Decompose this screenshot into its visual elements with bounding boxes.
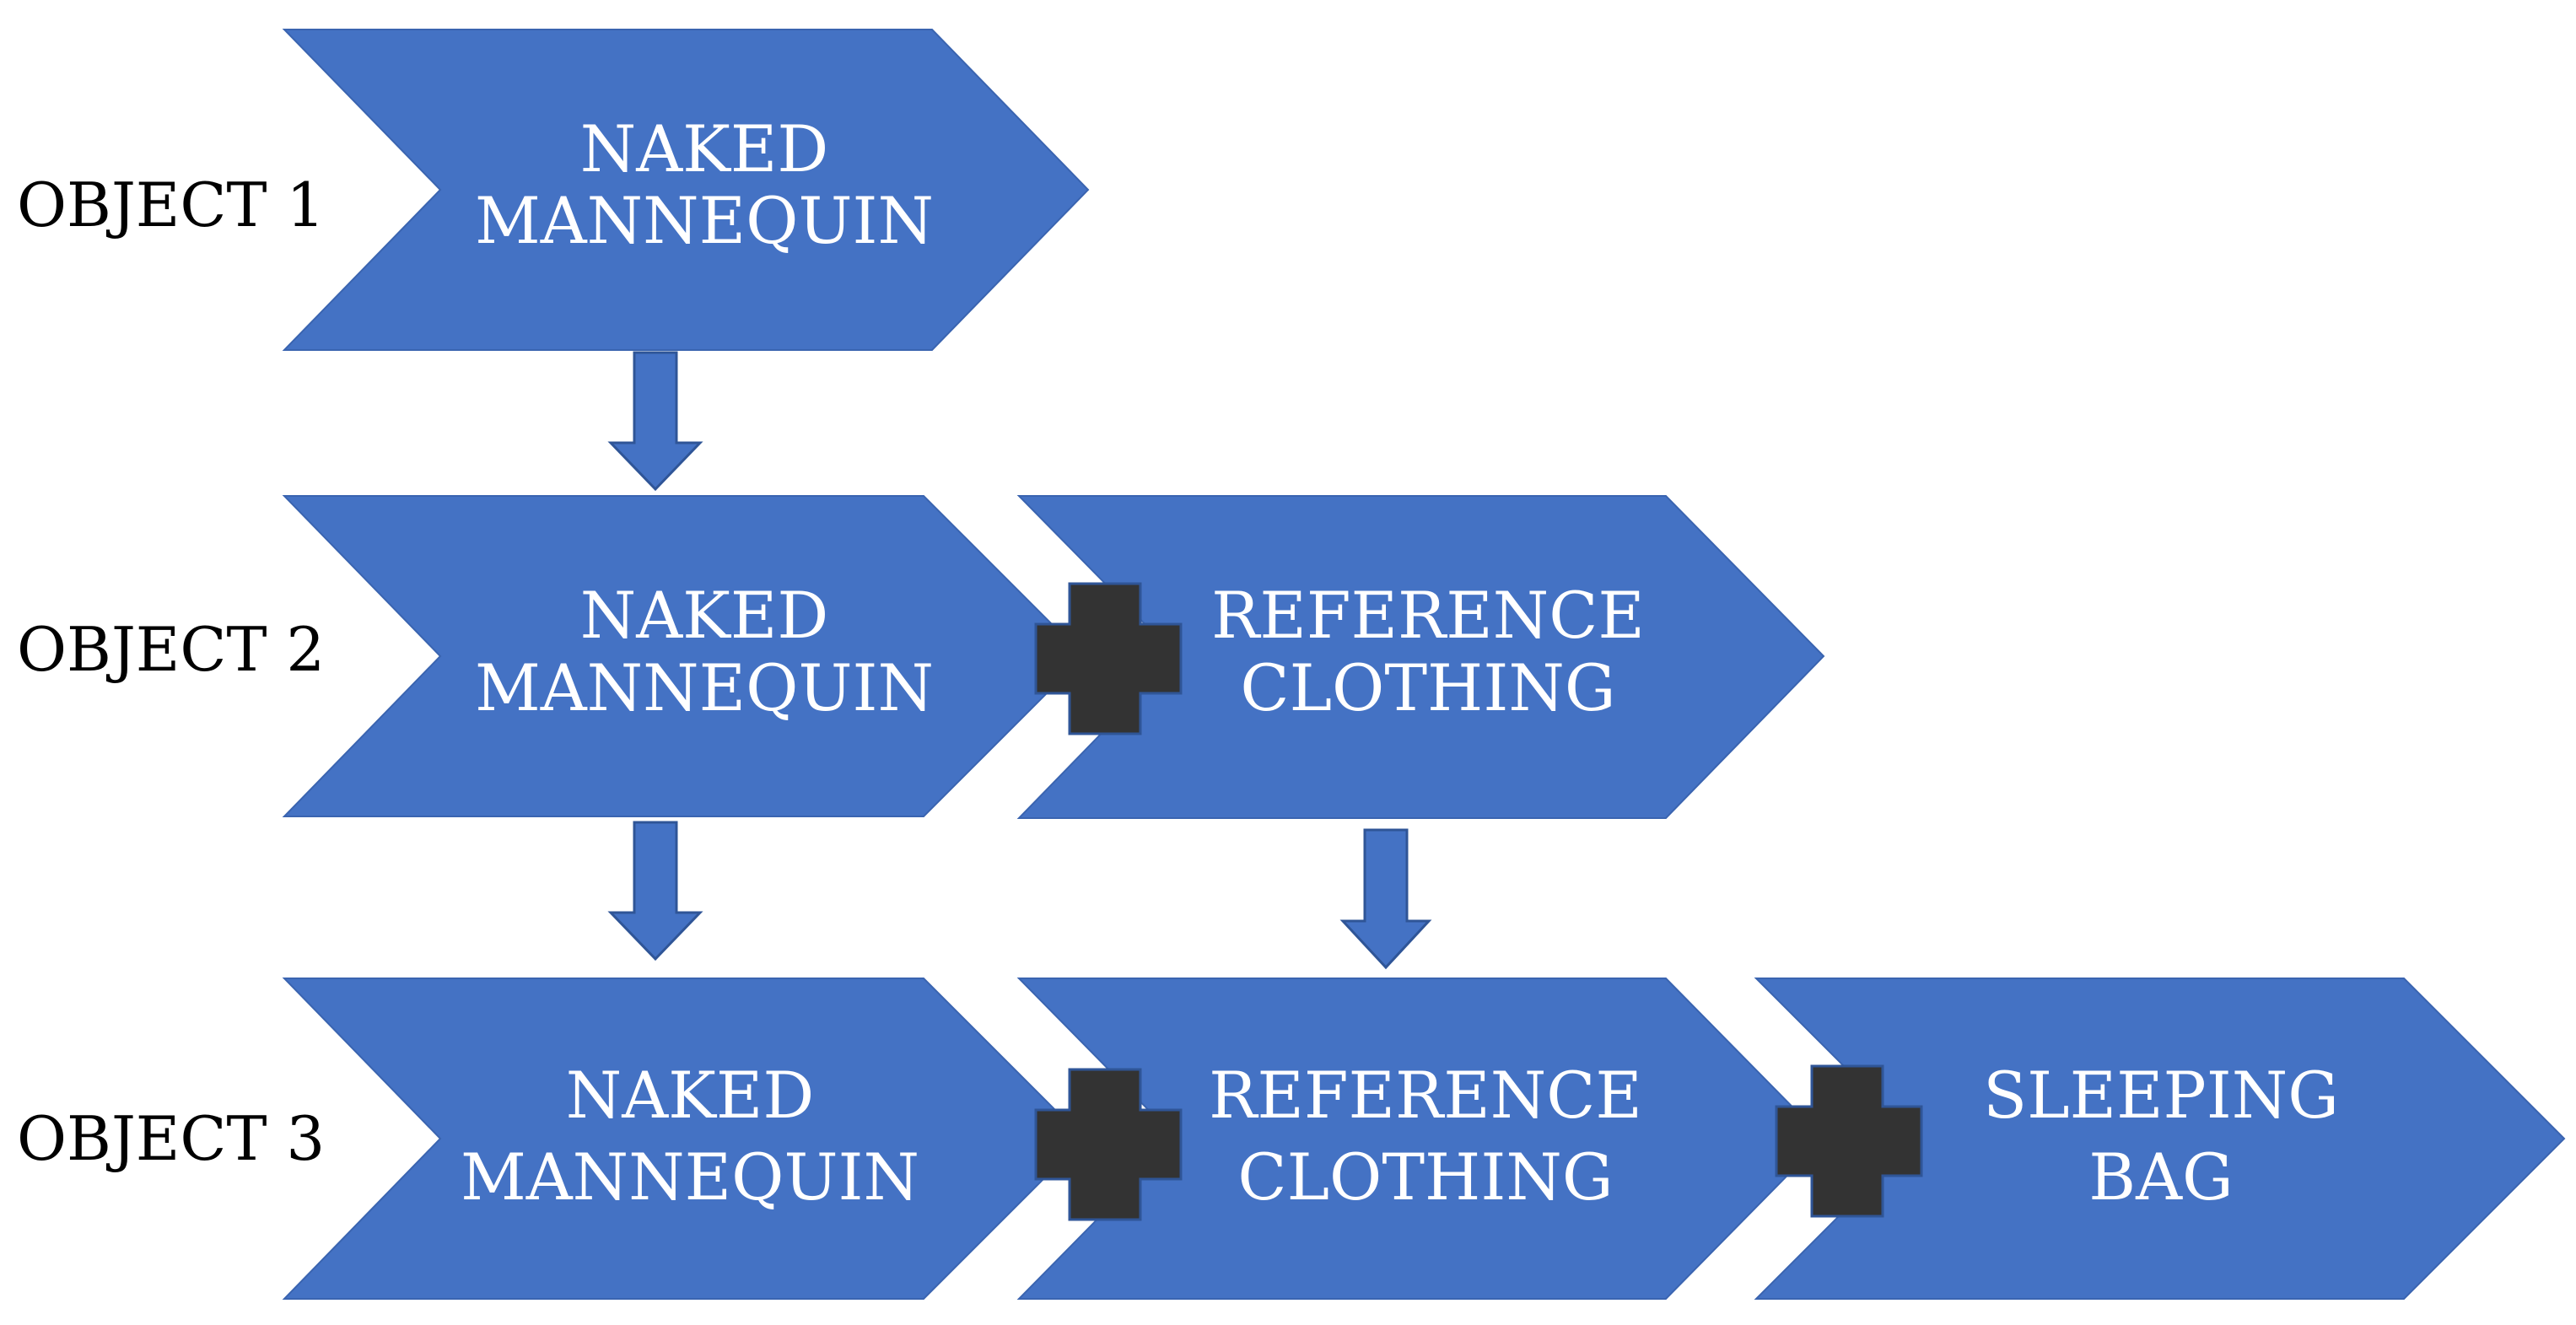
chevron-line2: CLOTHING (1240, 650, 1615, 725)
chevron-line1: NAKED (566, 1058, 815, 1133)
plus-icon (1034, 1068, 1183, 1221)
chevron-line1: NAKED (580, 111, 829, 186)
chevron-object-3-naked-mannequin: NAKED MANNEQUIN (282, 978, 1086, 1300)
chevron-line2: CLOTHING (1237, 1139, 1613, 1215)
plus-icon (1775, 1064, 1923, 1218)
plus-icon (1034, 582, 1183, 735)
row-label-object-3: OBJECT 3 (17, 1103, 325, 1174)
chevron-line1: SLEEPING (1983, 1058, 2339, 1133)
chevron-line1: NAKED (580, 578, 829, 653)
down-arrow-icon (607, 351, 703, 492)
chevron-object-3-reference-clothing: REFERENCE CLOTHING (1016, 978, 1825, 1300)
chevron-line1: REFERENCE (1209, 1058, 1642, 1133)
chevron-object-1-naked-mannequin: NAKED MANNEQUIN (282, 29, 1090, 351)
chevron-object-2-reference-clothing: REFERENCE CLOTHING (1016, 495, 1825, 819)
chevron-line2: MANNEQUIN (475, 183, 934, 258)
chevron-line2: MANNEQUIN (461, 1139, 919, 1215)
chevron-line1: REFERENCE (1211, 578, 1645, 653)
row-label-object-2: OBJECT 2 (17, 614, 325, 685)
down-arrow-icon (1339, 828, 1432, 970)
down-arrow-icon (607, 821, 703, 961)
chevron-line2: MANNEQUIN (475, 650, 934, 725)
chevron-object-2-naked-mannequin: NAKED MANNEQUIN (282, 495, 1086, 817)
chevron-object-3-sleeping-bag: SLEEPING BAG (1754, 978, 2566, 1300)
chevron-line2: BAG (2088, 1139, 2233, 1215)
row-label-object-1: OBJECT 1 (17, 170, 325, 240)
